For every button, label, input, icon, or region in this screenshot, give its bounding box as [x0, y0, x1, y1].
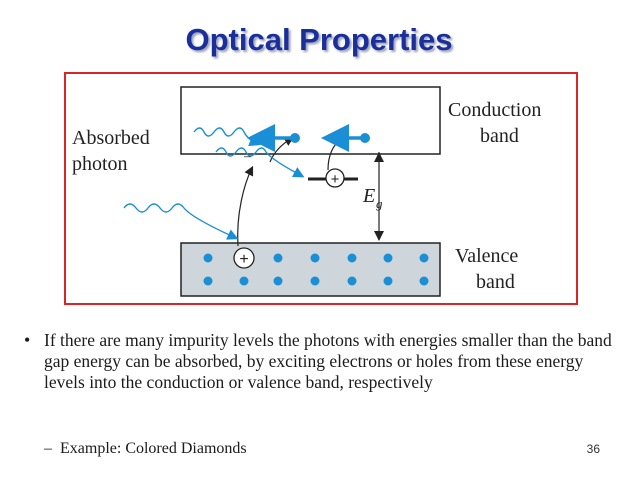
electron [310, 276, 320, 286]
band-diagram-figure: + + – E g Absorbed photon Conduction ban… [64, 72, 578, 305]
absorbed-photon-label-line2: photon [72, 153, 128, 175]
photon-wave [193, 127, 261, 147]
absorbed-photon-label-line1: Absorbed [72, 127, 150, 149]
bullet-glyph: • [24, 330, 31, 350]
minus-sign: – [243, 149, 252, 164]
electron [273, 276, 283, 286]
valence-excitation-path [237, 165, 254, 247]
photon-wave [123, 203, 239, 240]
valence-band [180, 242, 441, 297]
sub-bullet-dash: – [44, 440, 52, 457]
slide-title: Optical Properties [185, 22, 453, 57]
photon-wave [215, 147, 305, 178]
band-diagram: + + – E g Absorbed photon Conduction ban… [72, 86, 541, 297]
conduction-band-label-line1: Conduction [448, 99, 541, 121]
electron [203, 276, 213, 286]
band-gap-label: E [362, 185, 375, 207]
valence-hole [233, 247, 255, 269]
electron [239, 276, 249, 286]
conduction-band-label-line2: band [480, 125, 519, 147]
bullet-item: • If there are many impurity levels the … [22, 330, 612, 393]
electron [347, 276, 357, 286]
electron [203, 253, 213, 263]
bullet-text: If there are many impurity levels the ph… [44, 330, 612, 392]
valence-electrons [203, 253, 429, 286]
sub-bullet-text: Example: Colored Diamonds [60, 440, 247, 457]
sub-bullet-item: –Example: Colored Diamonds [44, 440, 247, 458]
band-gap-arrowhead-bottom [374, 231, 384, 241]
hole-plus-sign: + [239, 251, 248, 268]
electron [419, 253, 429, 263]
page-number: 36 [586, 442, 600, 456]
electron [347, 253, 357, 263]
impurity-hole [325, 168, 345, 188]
valence-band-label-line1: Valence [455, 245, 518, 267]
electron [310, 253, 320, 263]
electron [383, 253, 393, 263]
conduction-band [180, 86, 441, 155]
band-gap-subscript: g [376, 196, 383, 211]
conduction-electron [360, 133, 370, 143]
electron [273, 253, 283, 263]
electron [383, 276, 393, 286]
electron [419, 276, 429, 286]
bullet-list: • If there are many impurity levels the … [22, 330, 612, 393]
band-gap-arrowhead-top [374, 152, 384, 162]
conduction-electron [290, 133, 300, 143]
valence-band-label-line2: band [476, 271, 515, 293]
impurity-plus-sign: + [331, 171, 340, 188]
